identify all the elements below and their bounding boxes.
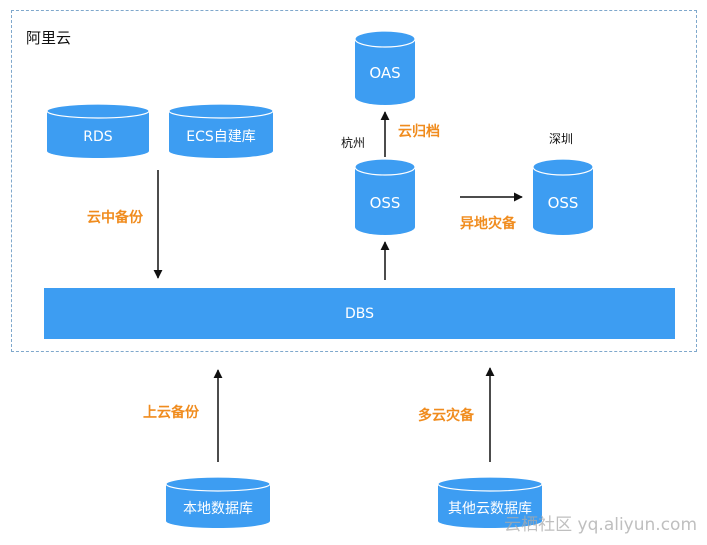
oas-cylinder xyxy=(354,30,416,105)
rds-label: RDS xyxy=(83,129,113,145)
aliyun-region-frame xyxy=(11,10,697,352)
rds-cylinder xyxy=(46,103,150,158)
flow-multi-cloud-dr: 多云灾备 xyxy=(418,408,474,424)
other-cloud-db-cylinder xyxy=(437,476,543,528)
dbs-bar: DBS xyxy=(44,288,675,339)
flow-upload-backup: 上云备份 xyxy=(143,405,199,421)
flow-archive: 云归档 xyxy=(398,124,440,140)
local-db-label: 本地数据库 xyxy=(183,501,253,517)
ecs-label: ECS自建库 xyxy=(186,129,256,145)
oss-hangzhou-label: OSS xyxy=(369,193,401,212)
oas-label: OAS xyxy=(369,63,401,82)
watermark: 云栖社区 yq.aliyun.com xyxy=(504,515,697,535)
aliyun-title: 阿里云 xyxy=(26,29,72,47)
other-cloud-db-label: 其他云数据库 xyxy=(448,501,532,517)
local-db-cylinder xyxy=(165,476,271,528)
location-hangzhou: 杭州 xyxy=(341,136,366,150)
oss-shenzhen-cylinder xyxy=(532,158,594,235)
oss-hangzhou-cylinder xyxy=(354,158,416,235)
oss-shenzhen-label: OSS xyxy=(547,193,579,212)
flow-remote-dr: 异地灾备 xyxy=(460,216,516,232)
location-shenzhen: 深圳 xyxy=(549,132,574,146)
flow-cloud-backup: 云中备份 xyxy=(87,210,143,226)
dbs-label: DBS xyxy=(344,305,375,322)
ecs-cylinder xyxy=(168,103,274,158)
